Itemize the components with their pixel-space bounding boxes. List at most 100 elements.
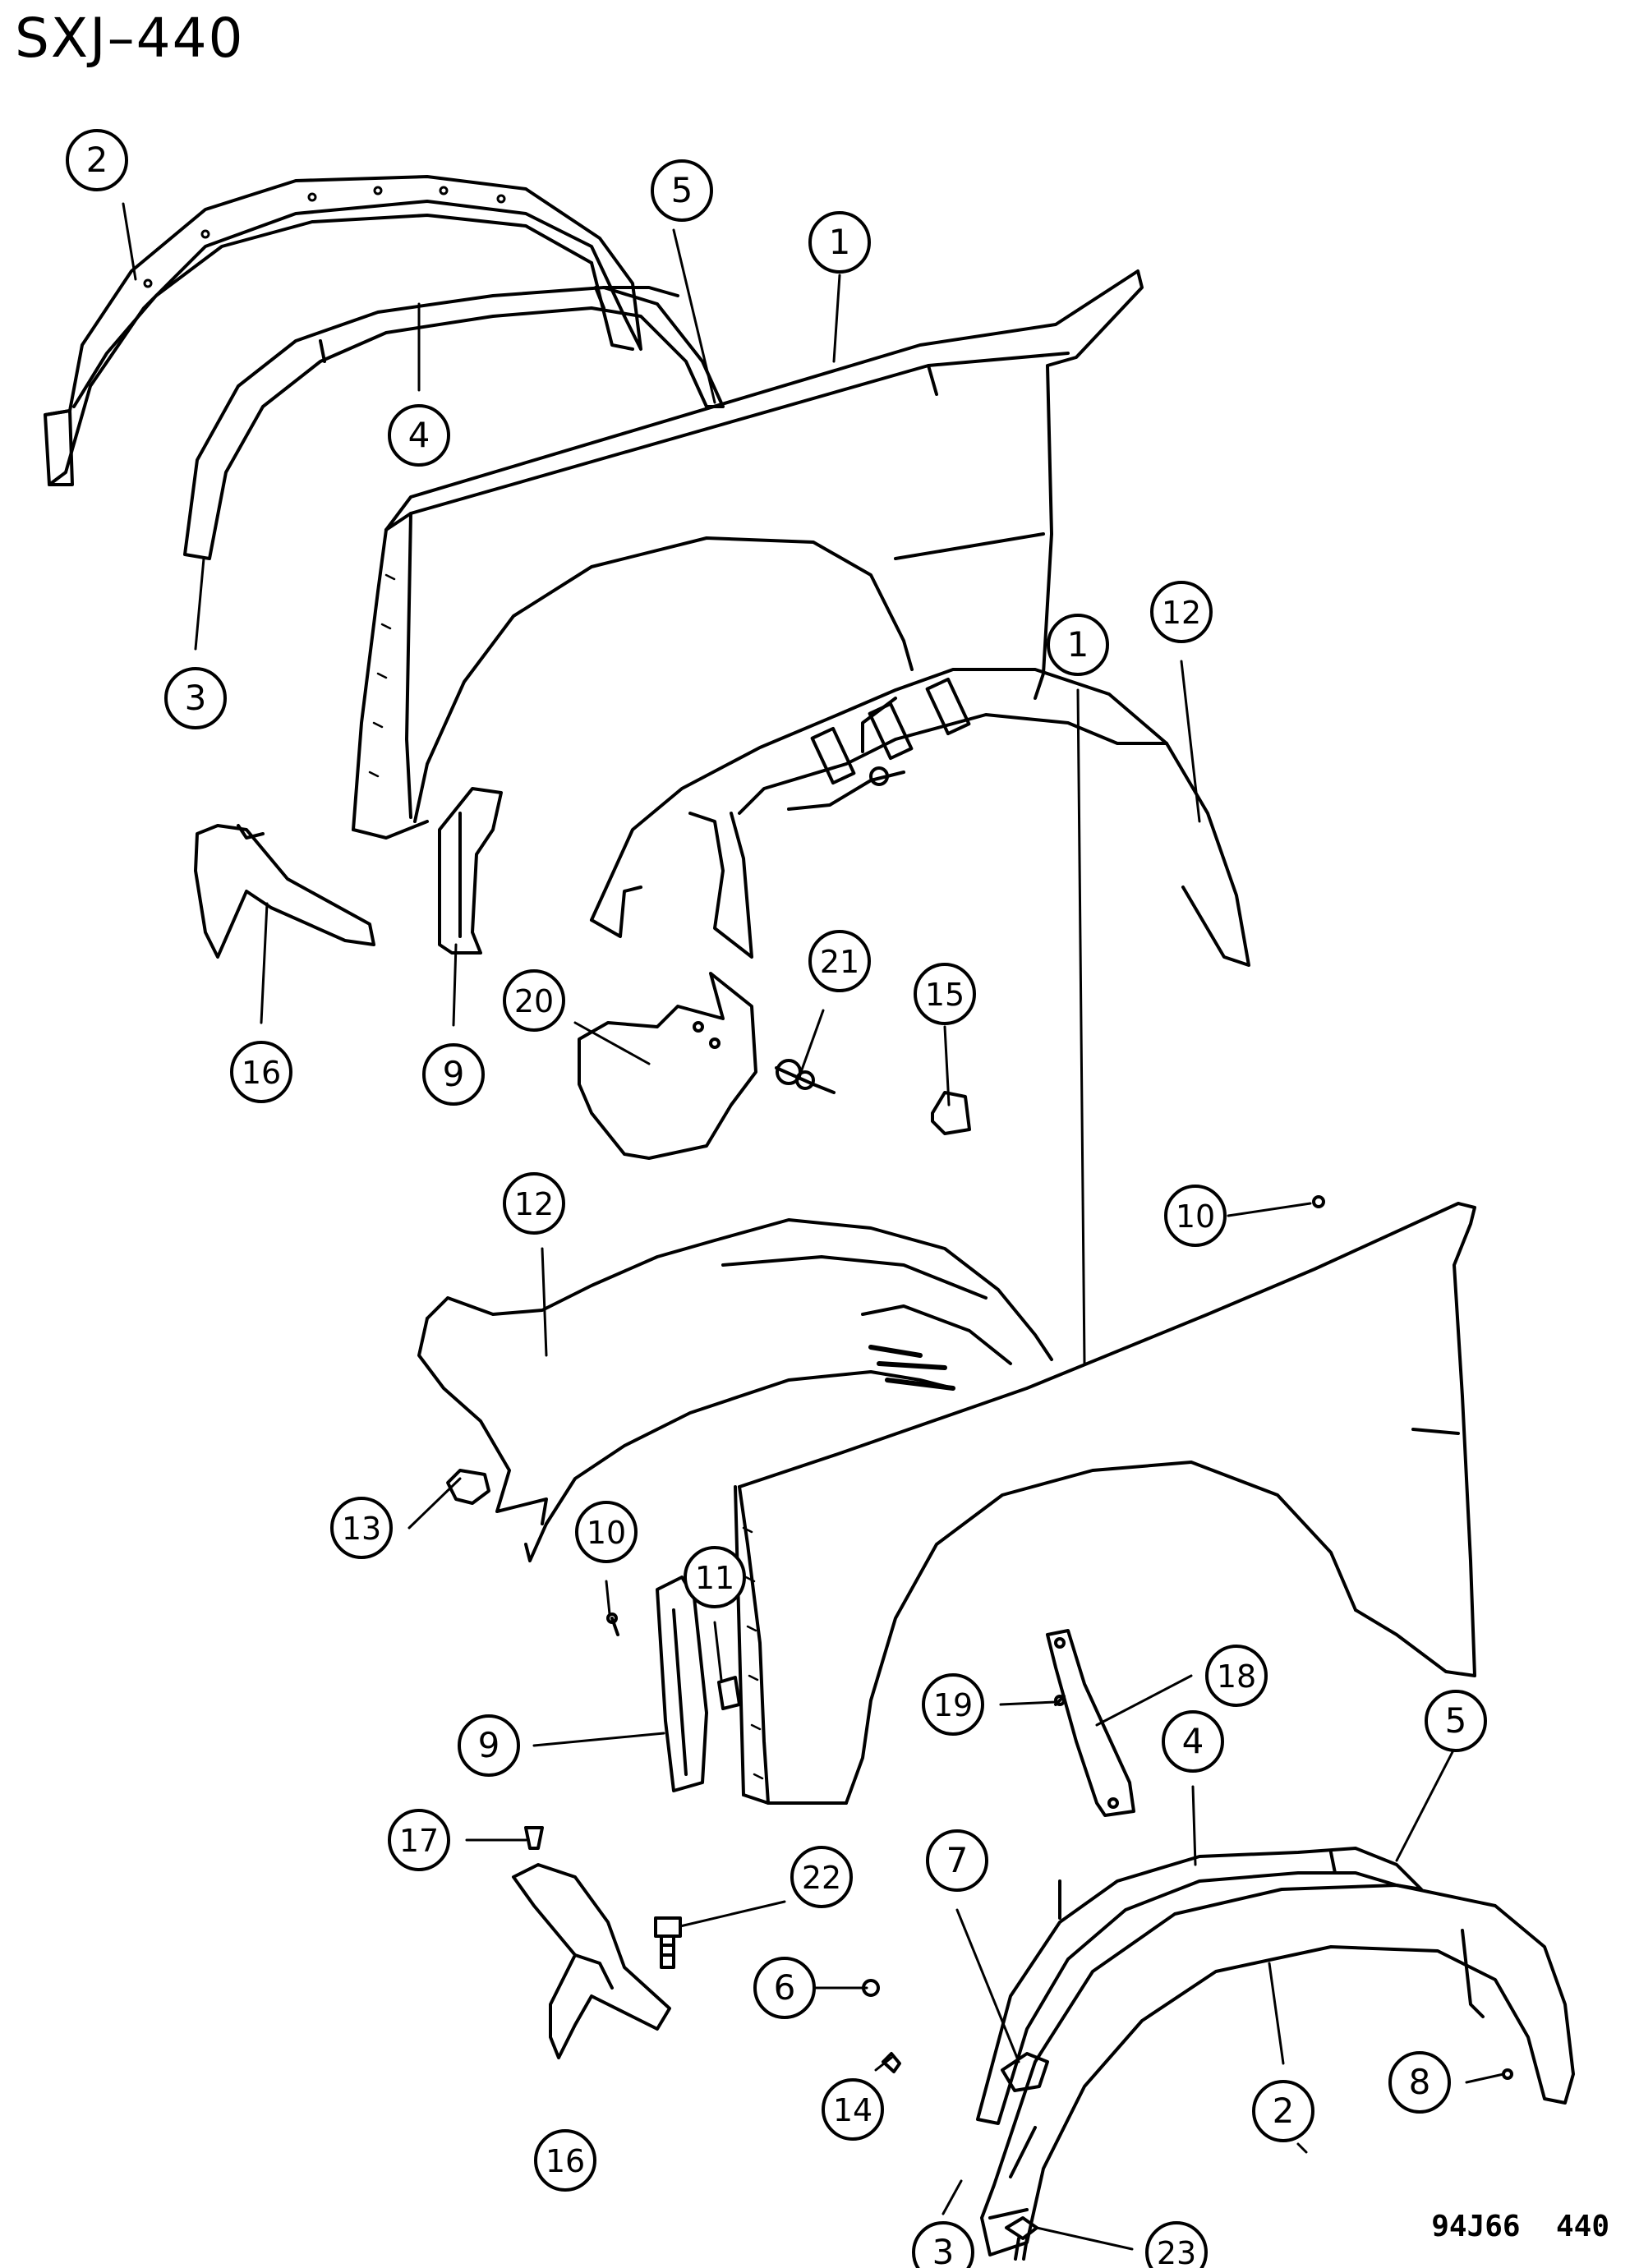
callout-number: 15: [925, 977, 965, 1013]
part-10-screws: [606, 1195, 1325, 1636]
part-1-quarter-panel: [352, 269, 1144, 840]
callout-circle: [922, 1673, 984, 1736]
callout-circle: [753, 1957, 816, 2019]
callout-number: 2: [86, 140, 108, 180]
callout-circle: [1252, 2080, 1314, 2142]
callout-16: 16: [230, 1041, 292, 1103]
callout-circle: [822, 2078, 884, 2141]
callout-number: 5: [1445, 1700, 1467, 1741]
part-12-wheelhouse-lower: [417, 1218, 1053, 1562]
callout-circle: [808, 930, 871, 992]
callout-number: 16: [242, 1055, 281, 1091]
callout-number: 1: [829, 222, 851, 262]
figure-reference: 94J66 440: [1431, 2210, 1609, 2243]
part-7-clip: [1001, 2052, 1049, 2092]
callout-17: 17: [388, 1809, 450, 1871]
callout-5: 5: [1425, 1690, 1487, 1752]
callout-number: 9: [443, 1054, 465, 1094]
callout-12: 12: [1150, 581, 1213, 643]
callout-circle: [164, 667, 227, 729]
callout-number: 3: [932, 2232, 955, 2268]
callout-circle: [808, 211, 871, 274]
callout-circle: [912, 2221, 974, 2268]
callout-number: 2: [1273, 2091, 1295, 2131]
callout-number: 16: [546, 2143, 585, 2179]
callout-4: 4: [388, 404, 450, 467]
callout-7: 7: [926, 1829, 988, 1892]
callout-circle: [422, 1043, 485, 1106]
callout-circle: [66, 129, 128, 191]
part-23-screw: [1005, 2216, 1038, 2261]
callout-number: 4: [1182, 1721, 1204, 1761]
callout-number: 22: [802, 1860, 841, 1896]
callout-circle: [1047, 614, 1109, 676]
callout-number: 21: [820, 944, 859, 980]
callout-circle: [926, 1829, 988, 1892]
callout-8: 8: [1388, 2051, 1451, 2114]
callout-3: 3: [164, 667, 227, 729]
figure-page: 440: [1555, 2210, 1609, 2243]
callout-number: 19: [933, 1687, 973, 1723]
part-9-support-upper: [438, 787, 503, 955]
figure-id: 94J66: [1431, 2210, 1521, 2243]
callout-1: 1: [808, 211, 871, 274]
callout-circle: [330, 1497, 393, 1559]
callout-18: 18: [1205, 1645, 1268, 1707]
part-18-brace: [1046, 1629, 1135, 1817]
callout-number: 6: [774, 1967, 796, 2008]
callout-14: 14: [822, 2078, 884, 2141]
callout-number: 12: [1162, 595, 1201, 631]
callout-1: 1: [1047, 614, 1109, 676]
callout-4: 4: [1162, 1710, 1224, 1773]
part-22-bolt: [654, 1916, 682, 1969]
callout-number: 12: [514, 1186, 554, 1222]
callout-12: 12: [503, 1172, 565, 1235]
callout-6: 6: [753, 1957, 816, 2019]
callout-16: 16: [534, 2129, 596, 2192]
callout-circle: [388, 1809, 450, 1871]
callout-circle: [1164, 1185, 1227, 1247]
callout-number: 1: [1067, 624, 1089, 665]
part-4-5-arch-moldings: [183, 286, 725, 560]
leader-lines: [122, 202, 1505, 2251]
callout-number: 3: [185, 678, 207, 718]
callout-circle: [388, 404, 450, 467]
callout-circle: [1145, 2221, 1208, 2268]
callout-circle: [503, 1172, 565, 1235]
callout-circle: [651, 159, 713, 222]
part-2-flare-upper: [44, 175, 642, 486]
part-1-fender: [734, 1202, 1476, 1805]
part-15-clip: [931, 1091, 971, 1135]
callout-number: 10: [587, 1515, 626, 1551]
callout-10: 10: [1164, 1185, 1227, 1247]
callout-11: 11: [684, 1546, 746, 1608]
callout-22: 22: [790, 1846, 853, 1908]
part-9-support-lower: [656, 1576, 708, 1792]
part-2-3-flare-lower: [980, 1884, 1575, 2256]
callout-number: 20: [514, 983, 554, 1019]
callout-number: 10: [1176, 1198, 1215, 1235]
part-4-5-molding-lower: [976, 1847, 1423, 2125]
callout-10: 10: [575, 1501, 638, 1563]
callout-9: 9: [422, 1043, 485, 1106]
part-21-screw: [775, 1059, 836, 1094]
part-17-pin: [524, 1826, 544, 1850]
callout-9: 9: [458, 1714, 520, 1777]
callout-21: 21: [808, 930, 871, 992]
callout-circle: [1205, 1645, 1268, 1707]
callout-23: 23: [1145, 2221, 1208, 2268]
part-12-wheelhouse-upper: [590, 668, 1250, 967]
part-11-clip: [717, 1676, 741, 1710]
diagram-code: SXJ–440: [15, 7, 245, 70]
callout-circle: [575, 1501, 638, 1563]
part-14-clip: [882, 2052, 901, 2073]
callout-number: 8: [1409, 2062, 1431, 2102]
callout-number: 13: [342, 1511, 381, 1547]
part-13-push-pin: [446, 1469, 490, 1505]
callout-circle: [1150, 581, 1213, 643]
callout-number: 9: [478, 1725, 500, 1765]
callout-circle: [503, 969, 565, 1032]
